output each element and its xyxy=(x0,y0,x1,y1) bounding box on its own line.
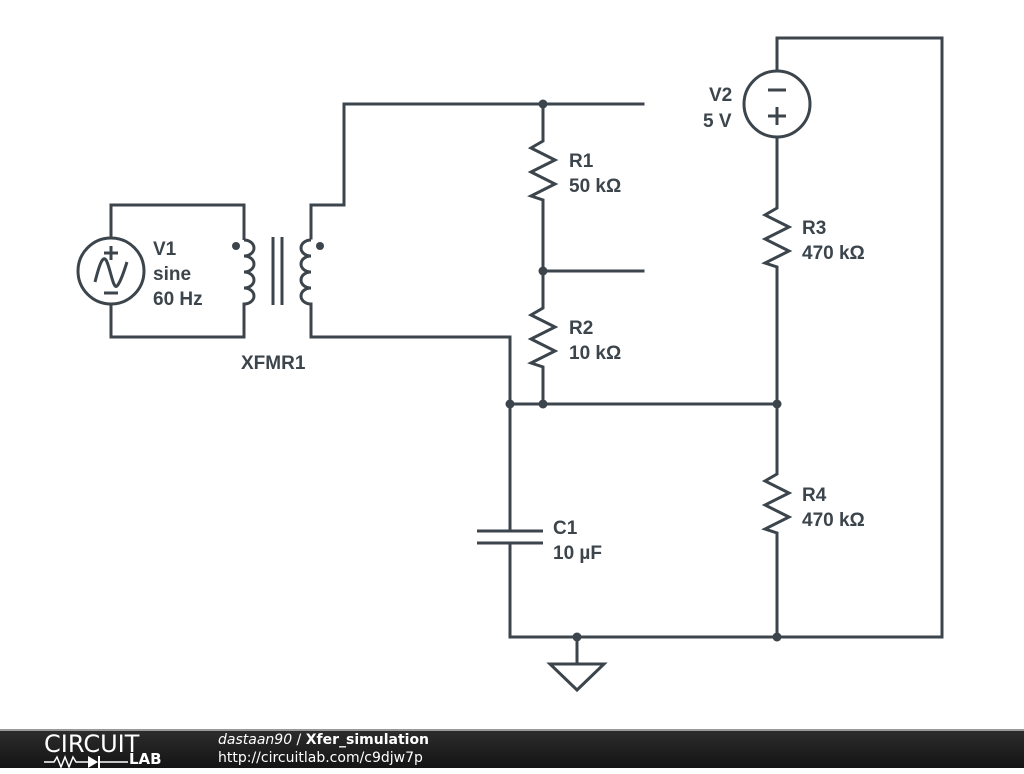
r3-name: R3 xyxy=(802,218,826,239)
r3-resistor[interactable]: R3 470 kΩ xyxy=(761,204,865,271)
v2-name: V2 xyxy=(709,85,732,106)
wire-xfmr-secondary-bottom xyxy=(309,302,512,406)
junction-dot xyxy=(538,266,548,276)
project-title[interactable]: Xfer_simulation xyxy=(305,732,430,748)
r1-value: 50 kΩ xyxy=(569,176,621,197)
resistor-diode-icon xyxy=(44,754,128,770)
r3-value: 470 kΩ xyxy=(802,243,865,264)
resistor-icon xyxy=(761,470,793,537)
r2-name: R2 xyxy=(569,318,593,339)
v1-sine-source[interactable]: V1 sine 60 Hz xyxy=(76,236,203,310)
footer-bar: CIRCUIT LAB dastaan90 / Xfer_simulation … xyxy=(0,729,1024,770)
v2-value: 5 V xyxy=(703,111,732,132)
wire-xfmr-secondary-top xyxy=(309,102,645,240)
c1-capacitor[interactable]: C1 10 µF xyxy=(477,518,602,564)
c1-value: 10 µF xyxy=(553,543,602,564)
r1-name: R1 xyxy=(569,151,594,172)
circuitlab-logo-symbol[interactable]: LAB xyxy=(44,750,162,770)
credit-separator: / xyxy=(292,732,306,748)
junctions xyxy=(505,99,782,642)
primary-coil-icon xyxy=(243,238,256,306)
polarity-dot-secondary xyxy=(316,242,324,250)
circuitlab-logo-text[interactable]: CIRCUIT xyxy=(44,730,140,758)
wire-v1-bottom xyxy=(109,302,246,339)
v1-type: sine xyxy=(153,264,191,285)
v1-value: 60 Hz xyxy=(153,289,203,310)
r4-value: 470 kΩ xyxy=(802,510,865,531)
sine-wave-icon xyxy=(93,257,129,288)
r2-resistor[interactable]: R2 10 kΩ xyxy=(527,304,621,371)
dc-source-icon xyxy=(742,69,812,139)
project-credit: dastaan90 / Xfer_simulation xyxy=(218,732,429,749)
ground-icon xyxy=(546,662,608,693)
r4-name: R4 xyxy=(802,485,827,506)
junction-dot xyxy=(538,99,548,109)
project-url[interactable]: http://circuitlab.com/c9djw7p xyxy=(218,750,423,766)
wire-v2-loop xyxy=(775,36,944,639)
ground[interactable] xyxy=(546,662,608,693)
resistor-icon xyxy=(527,137,559,204)
sine-source-icon xyxy=(76,236,146,306)
junction-dot xyxy=(772,632,782,642)
wire-v1-top xyxy=(109,203,246,240)
author-link[interactable]: dastaan90 xyxy=(218,732,293,748)
r2-value: 10 kΩ xyxy=(569,343,621,364)
junction-dot xyxy=(505,399,515,409)
resistor-icon xyxy=(527,304,559,371)
polarity-dot-primary xyxy=(232,242,240,250)
junction-dot xyxy=(538,399,548,409)
junction-dot xyxy=(572,632,582,642)
secondary-coil-icon xyxy=(299,238,312,306)
circuit-schematic: V1 sine 60 Hz XFMR1 R1 50 kΩ R2 10 kΩ V2… xyxy=(76,36,944,693)
r4-resistor[interactable]: R4 470 kΩ xyxy=(761,470,865,537)
xfmr1-name: XFMR1 xyxy=(241,353,306,374)
c1-name: C1 xyxy=(553,518,578,539)
v2-dc-source[interactable]: V2 5 V xyxy=(703,69,812,139)
wires xyxy=(109,36,944,666)
r1-resistor[interactable]: R1 50 kΩ xyxy=(527,137,621,204)
resistor-icon xyxy=(761,204,793,271)
xfmr1-transformer[interactable]: XFMR1 xyxy=(232,237,324,374)
junction-dot xyxy=(772,399,782,409)
logo-lab-text: LAB xyxy=(129,750,162,768)
v1-name: V1 xyxy=(153,239,177,260)
